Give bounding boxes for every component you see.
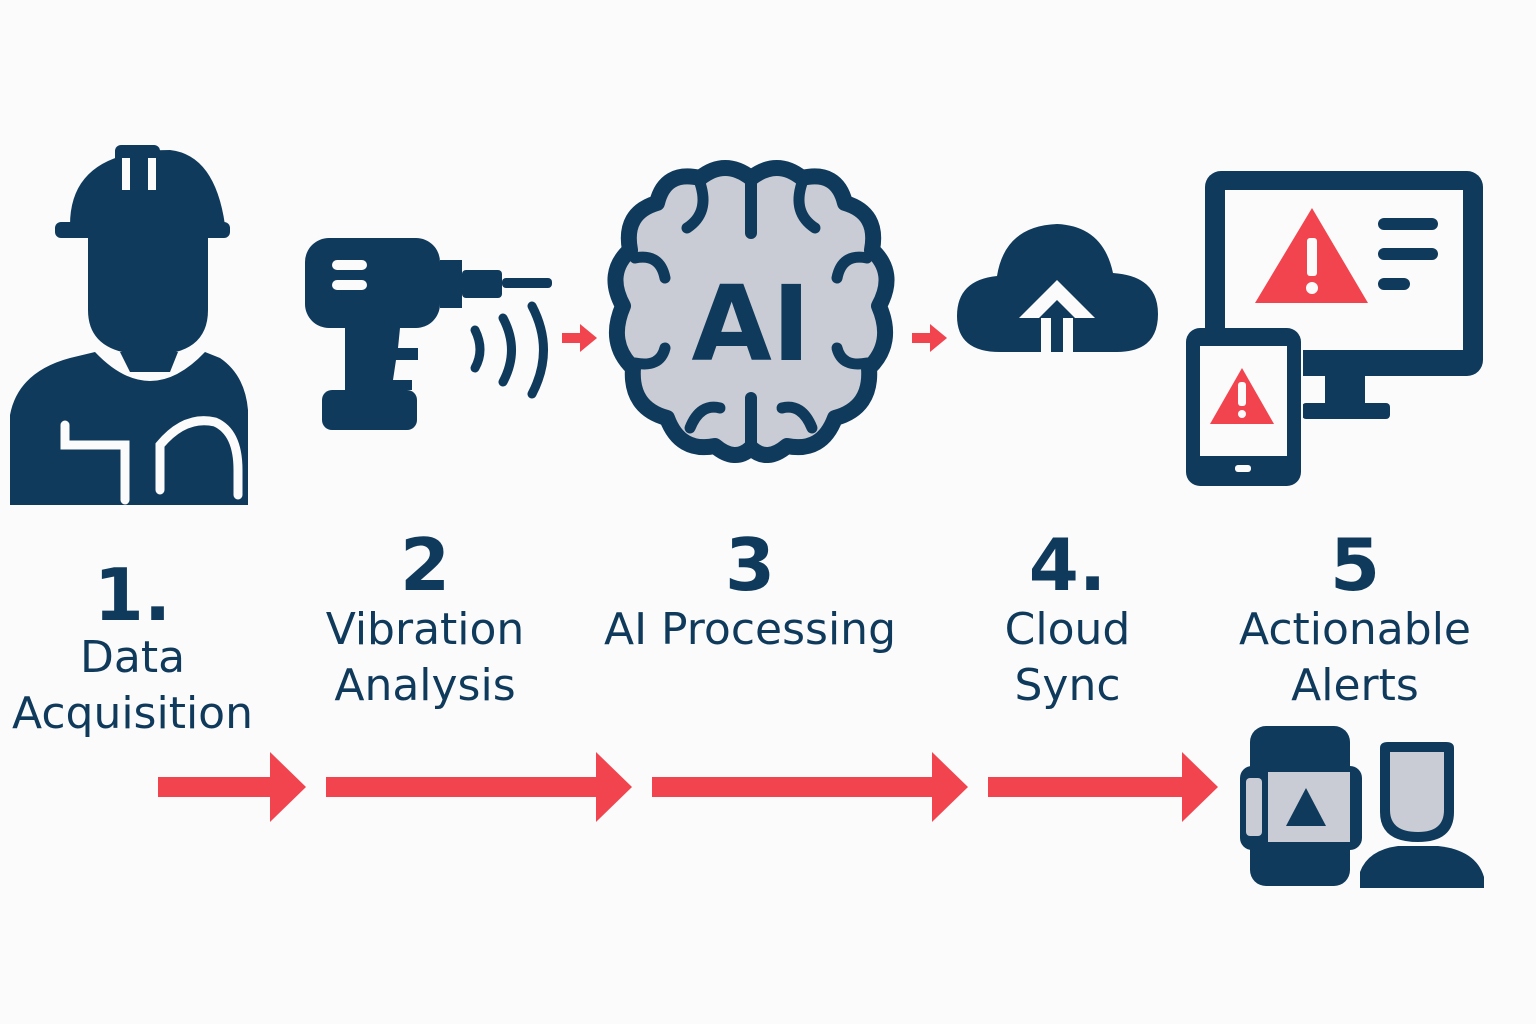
step-2-label: 2 Vibration Analysis xyxy=(300,528,550,714)
alert-device-user-icon xyxy=(1240,726,1484,888)
monitor-tablet-alert-icon xyxy=(1185,171,1483,488)
ai-brain-label: AI xyxy=(691,263,810,385)
worker-hardhat-icon xyxy=(10,145,248,505)
flow-arrow-2 xyxy=(326,752,632,822)
step-5-title-line-2: Alerts xyxy=(1291,660,1419,711)
step-2-number: 2 xyxy=(399,523,451,607)
step-1-label: 1. Data Acquisition xyxy=(0,553,265,742)
step-5-title-line-1: Actionable xyxy=(1239,604,1471,655)
connector-arrow-2-3 xyxy=(562,324,597,352)
power-drill-sensor-icon xyxy=(305,238,552,430)
connector-arrow-3-4 xyxy=(912,324,947,352)
step-5-number: 5 xyxy=(1329,523,1381,607)
step-3-number: 3 xyxy=(724,523,776,607)
flow-arrow-1 xyxy=(158,752,306,822)
step-2-title-line-1: Vibration xyxy=(325,604,525,655)
step-4-title-line-1: Cloud xyxy=(1004,604,1131,655)
flow-arrow-3 xyxy=(652,752,968,822)
step-4-label: 4. Cloud Sync xyxy=(960,528,1175,714)
step-1-title-line-2: Acquisition xyxy=(12,688,253,739)
step-4-number: 4. xyxy=(1028,523,1107,607)
flow-arrow-4 xyxy=(988,752,1218,822)
ai-brain-icon: AI xyxy=(607,160,895,463)
step-4-title-line-2: Sync xyxy=(1014,660,1121,711)
step-3-title-line-1: AI Processing xyxy=(603,604,896,655)
cloud-upload-icon xyxy=(957,224,1158,352)
step-1-number: 1. xyxy=(93,553,172,637)
step-1-title-line-1: Data xyxy=(79,632,186,683)
step-2-title-line-2: Analysis xyxy=(334,660,516,711)
step-3-label: 3 AI Processing xyxy=(590,528,910,658)
step-5-label: 5 Actionable Alerts xyxy=(1215,528,1495,714)
